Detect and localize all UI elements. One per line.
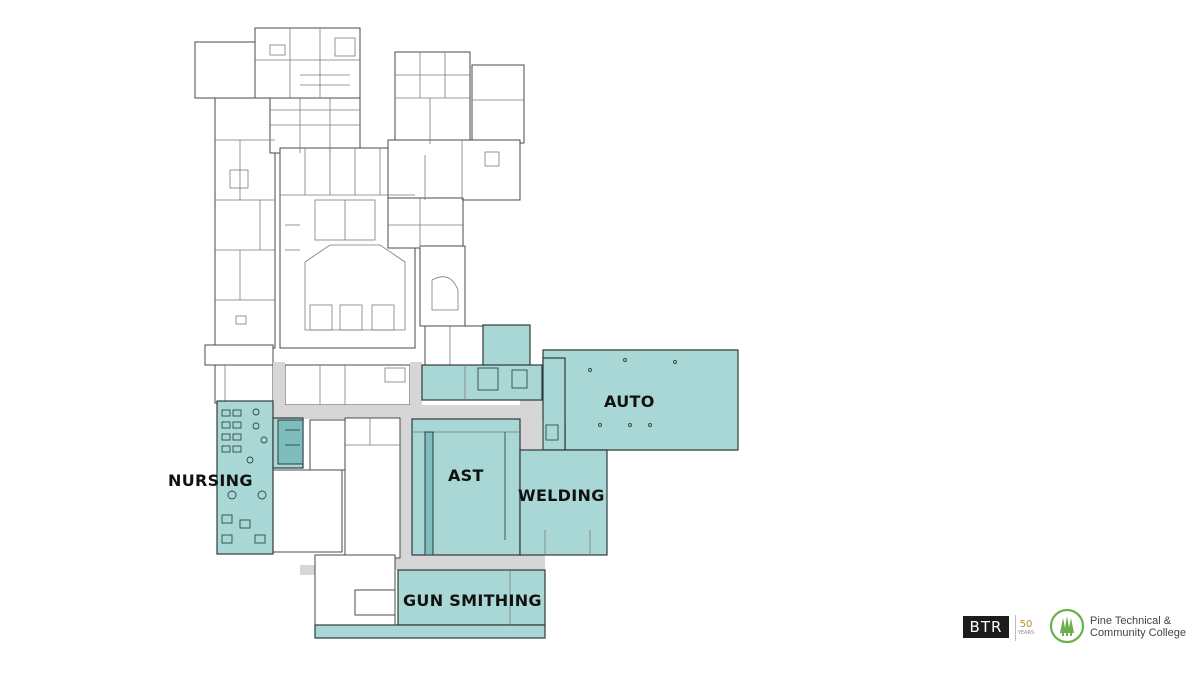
label-auto: AUTO xyxy=(604,392,655,411)
pine-tree-icon xyxy=(1049,608,1085,644)
btr-logo: BTR xyxy=(963,616,1009,638)
upper-building xyxy=(194,27,525,406)
btr-years-label: YEARS xyxy=(1017,630,1035,636)
label-welding: WELDING xyxy=(518,486,605,505)
btr-logo-text: BTR xyxy=(969,618,1003,636)
lower-building xyxy=(271,417,401,626)
program-zones xyxy=(216,324,739,639)
zone-nursing xyxy=(216,400,274,555)
label-nursing: NURSING xyxy=(168,471,253,490)
label-gun-smithing: GUN SMITHING xyxy=(403,591,542,610)
college-name-line2: Community College xyxy=(1090,627,1186,639)
college-name-line1: Pine Technical & xyxy=(1090,615,1172,627)
zone-welding xyxy=(519,449,608,556)
btr-years-number: 50 xyxy=(1019,619,1033,630)
btr-50-years-badge: 50 YEARS xyxy=(1015,615,1036,641)
college-name: Pine Technical & Community College xyxy=(1090,615,1190,639)
label-ast: AST xyxy=(448,466,484,485)
